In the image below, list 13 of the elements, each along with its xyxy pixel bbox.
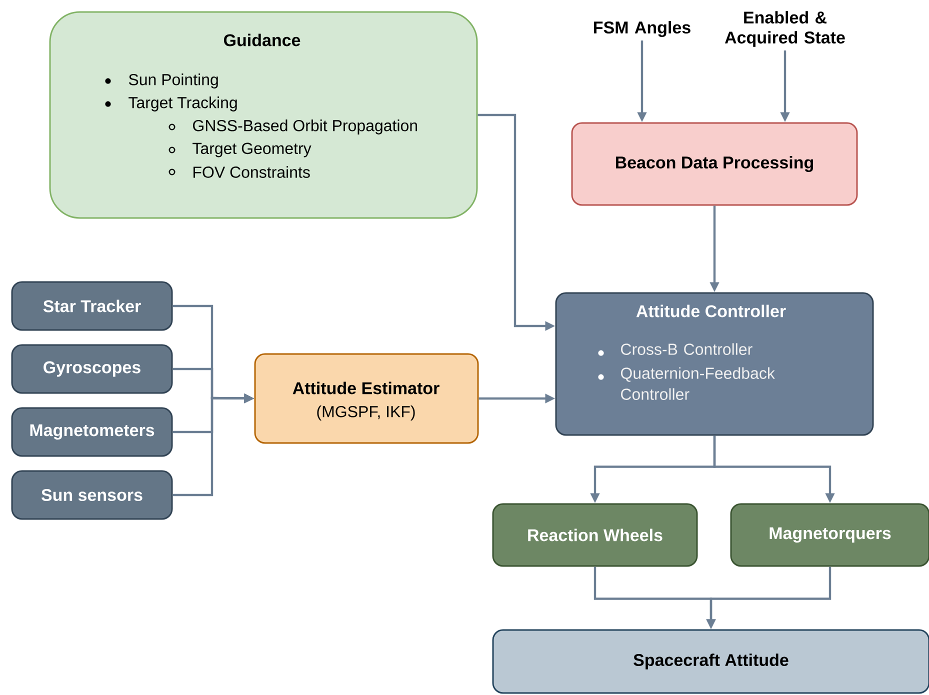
component-box: Reaction Wheels (492, 503, 698, 567)
input-label: FSM Angles (594, 21, 690, 37)
component-box: Star Tracker (11, 281, 173, 331)
component-box: Gyroscopes (11, 344, 173, 394)
component-box: Magnetorquers (730, 503, 929, 567)
component-box: Sun sensors (11, 470, 173, 520)
input-label: Enabled & Acquired State (724, 11, 845, 47)
guidance-box: Guidance Sun Pointing Target Tracking GNSS-Based Orbit Propagation Target Geometry FOV Constraints (49, 11, 478, 219)
process-box: Beacon Data Processing (571, 122, 858, 206)
process-box: Attitude Controller Cross-B Controller Quaternion-Feedback Controller (555, 292, 874, 436)
component-box: Magnetometers (11, 407, 173, 457)
process-box: Attitude Estimator (MGSPF, IKF) (254, 353, 479, 444)
output-box: Spacecraft Attitude (492, 629, 929, 694)
